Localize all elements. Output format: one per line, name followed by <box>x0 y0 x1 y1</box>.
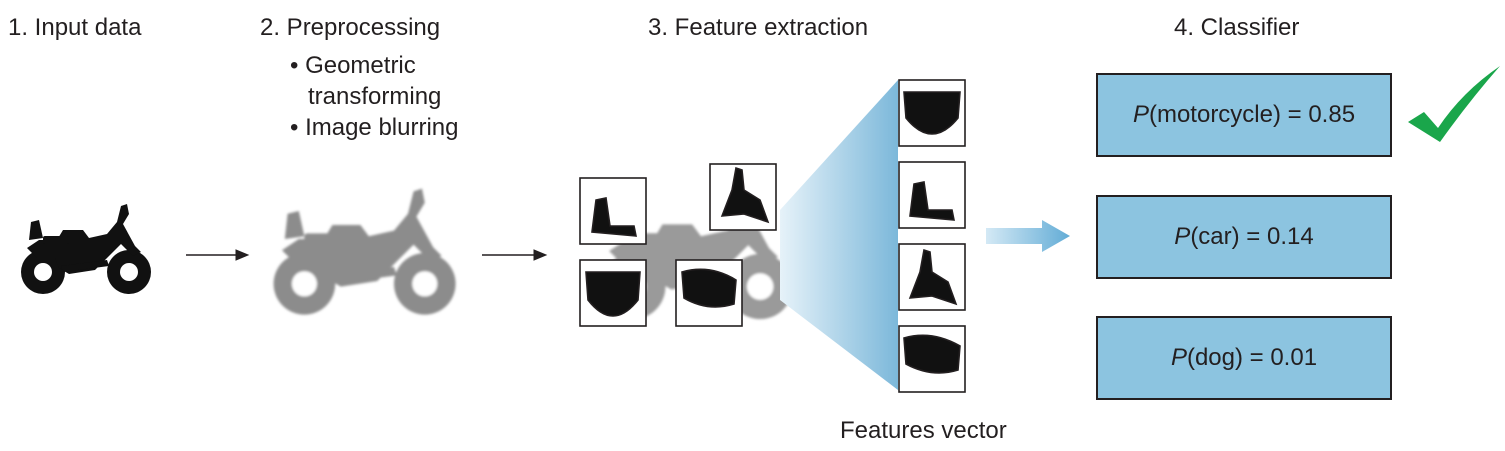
probability-symbol: P <box>1174 223 1191 250</box>
feature-patch-seat <box>579 177 647 245</box>
classifier-output-motorcycle: P(motorcycle) = 0.85 <box>1096 73 1392 157</box>
classifier-output-dog: P(dog) = 0.01 <box>1096 316 1392 400</box>
preprocessing-step: • Image blurring <box>290 114 459 141</box>
preprocessing-steps: • Geometric transforming • Image blurrin… <box>290 50 458 143</box>
preprocessing-step: transforming <box>308 83 442 110</box>
probability-symbol: P <box>1132 101 1149 128</box>
probability-text: (car) = 0.14 <box>1190 223 1314 250</box>
stage-title-input: 1. Input data <box>8 14 142 41</box>
preprocessing-step: • Geometric <box>290 52 416 79</box>
stage-title-preprocessing: 2. Preprocessing <box>260 14 441 41</box>
feature-patch-engine <box>675 259 743 327</box>
stage-title-classifier: 4. Classifier <box>1174 14 1300 41</box>
feature-vector-patch <box>898 325 966 393</box>
feature-fan <box>780 80 898 390</box>
input-motorcycle-icon <box>21 204 151 294</box>
arrow-right-icon <box>986 220 1070 252</box>
probability-text: (motorcycle) = 0.85 <box>1148 101 1356 128</box>
stage-title-feature-extraction: 3. Feature extraction <box>648 14 869 41</box>
feature-patch-handlebar <box>709 163 777 231</box>
arrow-right-icon <box>186 249 250 261</box>
probability-text: (dog) = 0.01 <box>1186 344 1318 371</box>
checkmark-icon <box>1408 66 1500 142</box>
blurred-motorcycle-icon <box>273 188 456 315</box>
feature-patch-wheel <box>579 259 647 327</box>
classifier-output-car: P(car) = 0.14 <box>1096 195 1392 279</box>
arrow-right-icon <box>482 249 548 261</box>
probability-symbol: P <box>1170 344 1187 371</box>
feature-vector-patch <box>898 161 966 229</box>
feature-vector-patch <box>898 79 966 147</box>
feature-vector-patch <box>898 243 966 311</box>
features-vector-caption: Features vector <box>840 417 1007 444</box>
